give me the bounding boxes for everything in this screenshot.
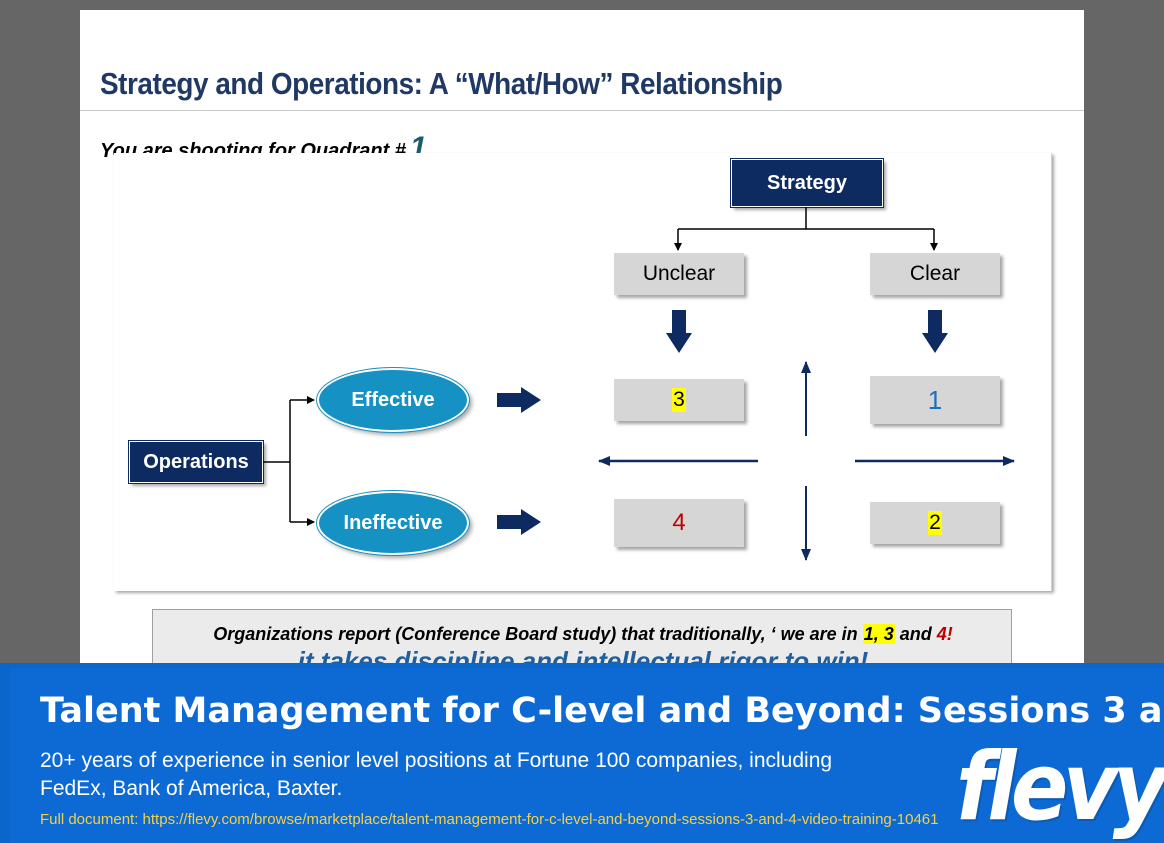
note-highlight: 1, 3 <box>862 624 895 644</box>
flevy-logo[interactable]: flevy <box>956 733 1164 842</box>
quadrant-2-box: 2 <box>870 502 1000 544</box>
note-line-1: Organizations report (Conference Board s… <box>153 624 1013 645</box>
note-red-number: 4! <box>936 624 953 644</box>
clear-box: Clear <box>870 253 1000 295</box>
quadrant-4-box: 4 <box>614 499 744 547</box>
note-and: and <box>894 624 937 644</box>
operations-box: Operations <box>128 440 264 484</box>
note-prefix: Organizations report (Conference Board s… <box>213 624 863 644</box>
quadrant-4-label: 4 <box>672 509 686 536</box>
quadrant-1-label: 1 <box>927 384 943 415</box>
unclear-box: Unclear <box>614 253 744 295</box>
banner-title: Talent Management for C-level and Beyond… <box>40 691 1164 731</box>
effective-ellipse: Effective <box>316 367 470 433</box>
banner-description: 20+ years of experience in senior level … <box>40 749 833 800</box>
banner-document-link[interactable]: Full document: https://flevy.com/browse/… <box>40 811 939 828</box>
title-divider <box>80 110 1084 111</box>
flevy-banner: Talent Management for C-level and Beyond… <box>0 663 1164 843</box>
quadrant-3-label: 3 <box>672 388 686 412</box>
ineffective-ellipse: Ineffective <box>316 490 470 556</box>
quadrant-3-box: 3 <box>614 379 744 421</box>
quadrant-2-label: 2 <box>928 511 942 535</box>
slide-title: Strategy and Operations: A “What/How” Re… <box>100 66 783 101</box>
quadrant-1-box: 1 <box>870 376 1000 424</box>
strategy-box: Strategy <box>730 158 884 208</box>
slide: Strategy and Operations: A “What/How” Re… <box>80 10 1084 710</box>
banner-panel <box>10 668 1164 843</box>
